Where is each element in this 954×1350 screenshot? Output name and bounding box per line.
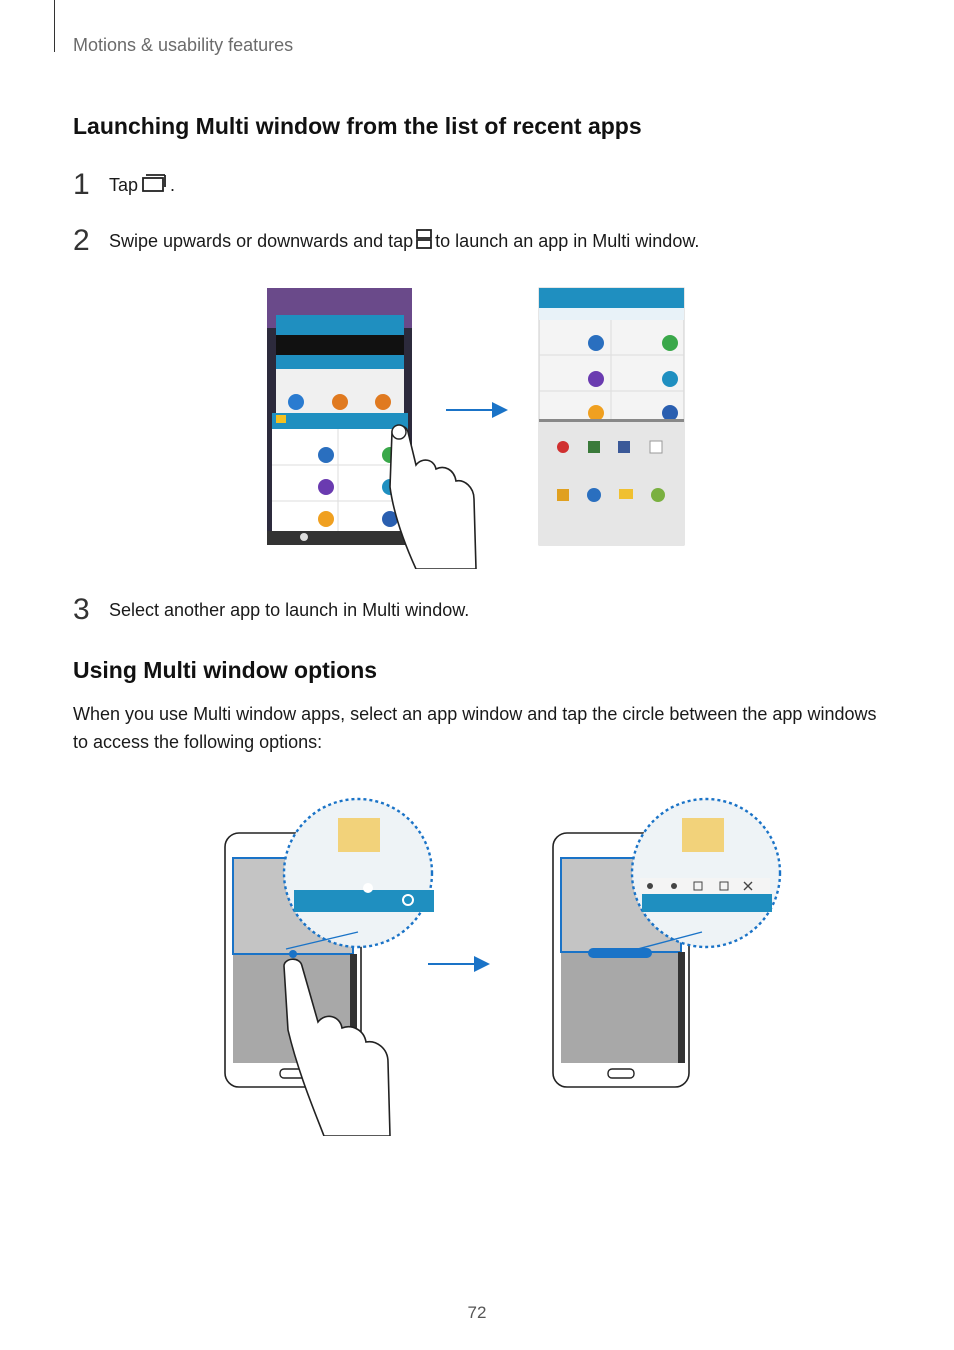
step-number: 3	[73, 593, 90, 626]
section-title-launching: Launching Multi window from the list of …	[73, 113, 642, 139]
arrow-icon	[428, 956, 490, 972]
running-head: Motions & usability features	[73, 35, 294, 55]
step-text-before: Tap	[109, 174, 139, 195]
page-number: 72	[467, 1303, 487, 1322]
step-text-after: .	[170, 174, 176, 195]
figure-recent-apps-to-multi-window	[266, 287, 686, 570]
step-text: Swipe upwards or downwards and tap to la…	[109, 228, 700, 254]
step-text: Select another app to launch in Multi wi…	[109, 600, 469, 621]
multi-window-screen	[538, 287, 685, 546]
figure-multi-window-options	[222, 790, 782, 1137]
section-body: When you use Multi window apps, select a…	[73, 704, 877, 752]
multi-window-icon	[416, 228, 433, 254]
step-number: 2	[73, 224, 90, 257]
step-2: 2 Swipe upwards or downwards and tap to …	[73, 226, 699, 256]
recent-apps-screen	[267, 288, 412, 545]
hand-icon	[389, 424, 477, 570]
section-title-options: Using Multi window options	[73, 657, 378, 683]
step-text-before: Select another app to launch in Multi wi…	[109, 599, 470, 620]
step-1: 1 Tap .	[73, 170, 175, 200]
step-text-before: Swipe upwards or downwards and tap	[109, 230, 414, 251]
step-text: Tap .	[109, 173, 175, 198]
step-text-after: to launch an app in Multi window.	[435, 230, 700, 251]
phone-right	[552, 797, 782, 1088]
arrow-icon	[446, 402, 508, 418]
side-rule	[54, 0, 55, 52]
step-number: 1	[73, 168, 90, 201]
hand-icon	[283, 958, 391, 1137]
step-3: 3 Select another app to launch in Multi …	[73, 595, 469, 625]
recent-apps-icon	[141, 173, 167, 198]
